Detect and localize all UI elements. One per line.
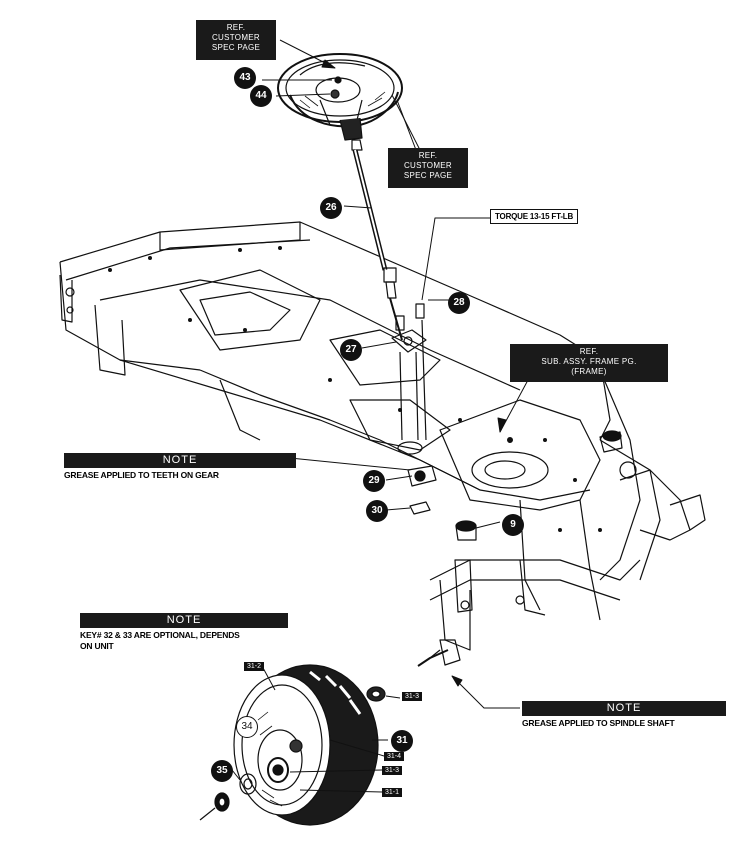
leader-lines bbox=[231, 39, 529, 793]
note-optional-keys: NOTE KEY# 32 & 33 ARE OPTIONAL, DEPENDS … bbox=[80, 613, 288, 652]
ref-line: REF. bbox=[579, 347, 599, 356]
note-line: ON UNIT bbox=[80, 641, 114, 651]
note-header: NOTE bbox=[522, 701, 726, 716]
tractor-frame bbox=[59, 221, 706, 651]
ref-line: REF. bbox=[418, 151, 438, 160]
callout-30: 30 bbox=[366, 500, 388, 522]
note-text: GREASE APPLIED TO TEETH ON GEAR bbox=[64, 470, 219, 480]
callout-27: 27 bbox=[340, 339, 362, 361]
note-grease-spindle: NOTE GREASE APPLIED TO SPINDLE SHAFT bbox=[522, 701, 726, 729]
ref-line: CUSTOMER bbox=[211, 33, 261, 42]
pinion-gear bbox=[407, 465, 437, 515]
note-header: NOTE bbox=[64, 453, 296, 468]
callout-35: 35 bbox=[211, 760, 233, 782]
steering-wheel bbox=[277, 53, 403, 141]
tag-31-1: 31-1 bbox=[382, 788, 403, 797]
callout-9: 9 bbox=[502, 514, 524, 536]
callout-43: 43 bbox=[234, 67, 256, 89]
note-line: KEY# 32 & 33 ARE OPTIONAL, DEPENDS bbox=[80, 630, 240, 640]
ref-line: SPEC PAGE bbox=[403, 171, 453, 180]
tag-31-2: 31-2 bbox=[244, 662, 265, 671]
callout-44: 44 bbox=[250, 85, 272, 107]
callout-29: 29 bbox=[363, 470, 385, 492]
ref-customer-spec-wheel: REF. CUSTOMER SPEC PAGE bbox=[388, 148, 468, 188]
wheel-cap bbox=[199, 792, 230, 821]
tag-31-3-top: 31-3 bbox=[402, 692, 423, 701]
callout-26: 26 bbox=[320, 197, 342, 219]
ref-line: SPEC PAGE bbox=[211, 43, 261, 52]
ref-line: CUSTOMER bbox=[403, 161, 453, 170]
torque-spec: TORQUE 13-15 FT-LB bbox=[490, 209, 579, 224]
ref-line: (FRAME) bbox=[571, 367, 607, 376]
callout-28: 28 bbox=[448, 292, 470, 314]
flange-bushing bbox=[455, 520, 477, 541]
hub-ring bbox=[239, 773, 257, 795]
tag-31-3-bottom: 31-3 bbox=[382, 766, 403, 775]
front-wheel bbox=[233, 664, 379, 826]
ref-frame-page: REF. SUB. ASSY. FRAME PG. (FRAME) bbox=[510, 344, 668, 382]
spindle-shaft bbox=[417, 559, 473, 667]
note-grease-gear: NOTE GREASE APPLIED TO TEETH ON GEAR bbox=[64, 453, 296, 481]
callout-34: 34 bbox=[236, 716, 258, 738]
ref-customer-spec-top: REF. CUSTOMER SPEC PAGE bbox=[196, 20, 276, 60]
spindle-bushing bbox=[366, 686, 386, 702]
steering-shaft bbox=[351, 139, 403, 341]
tag-31-4: 31-4 bbox=[384, 752, 405, 761]
shaft-bracket bbox=[391, 303, 427, 441]
callout-31: 31 bbox=[391, 730, 413, 752]
note-text: GREASE APPLIED TO SPINDLE SHAFT bbox=[522, 718, 675, 728]
ref-line: REF. bbox=[226, 23, 246, 32]
note-text: KEY# 32 & 33 ARE OPTIONAL, DEPENDS ON UN… bbox=[80, 630, 288, 652]
note-header: NOTE bbox=[80, 613, 288, 628]
ref-line: SUB. ASSY. FRAME PG. bbox=[541, 357, 637, 366]
